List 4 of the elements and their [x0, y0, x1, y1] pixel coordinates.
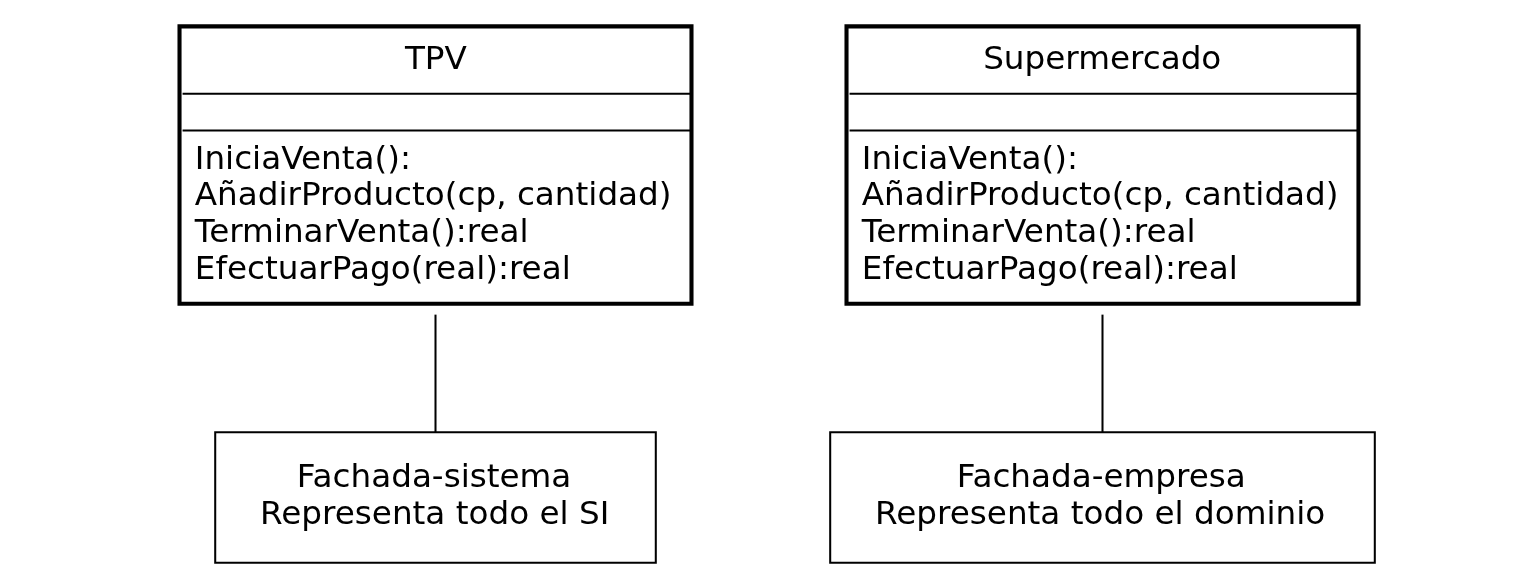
- connector: [1101, 314, 1104, 433]
- node-box: Fachada-sistema Representa todo el SI: [214, 431, 657, 564]
- node-box: Fachada-empresa Representa todo el dominio: [829, 431, 1376, 564]
- connector: [434, 314, 437, 433]
